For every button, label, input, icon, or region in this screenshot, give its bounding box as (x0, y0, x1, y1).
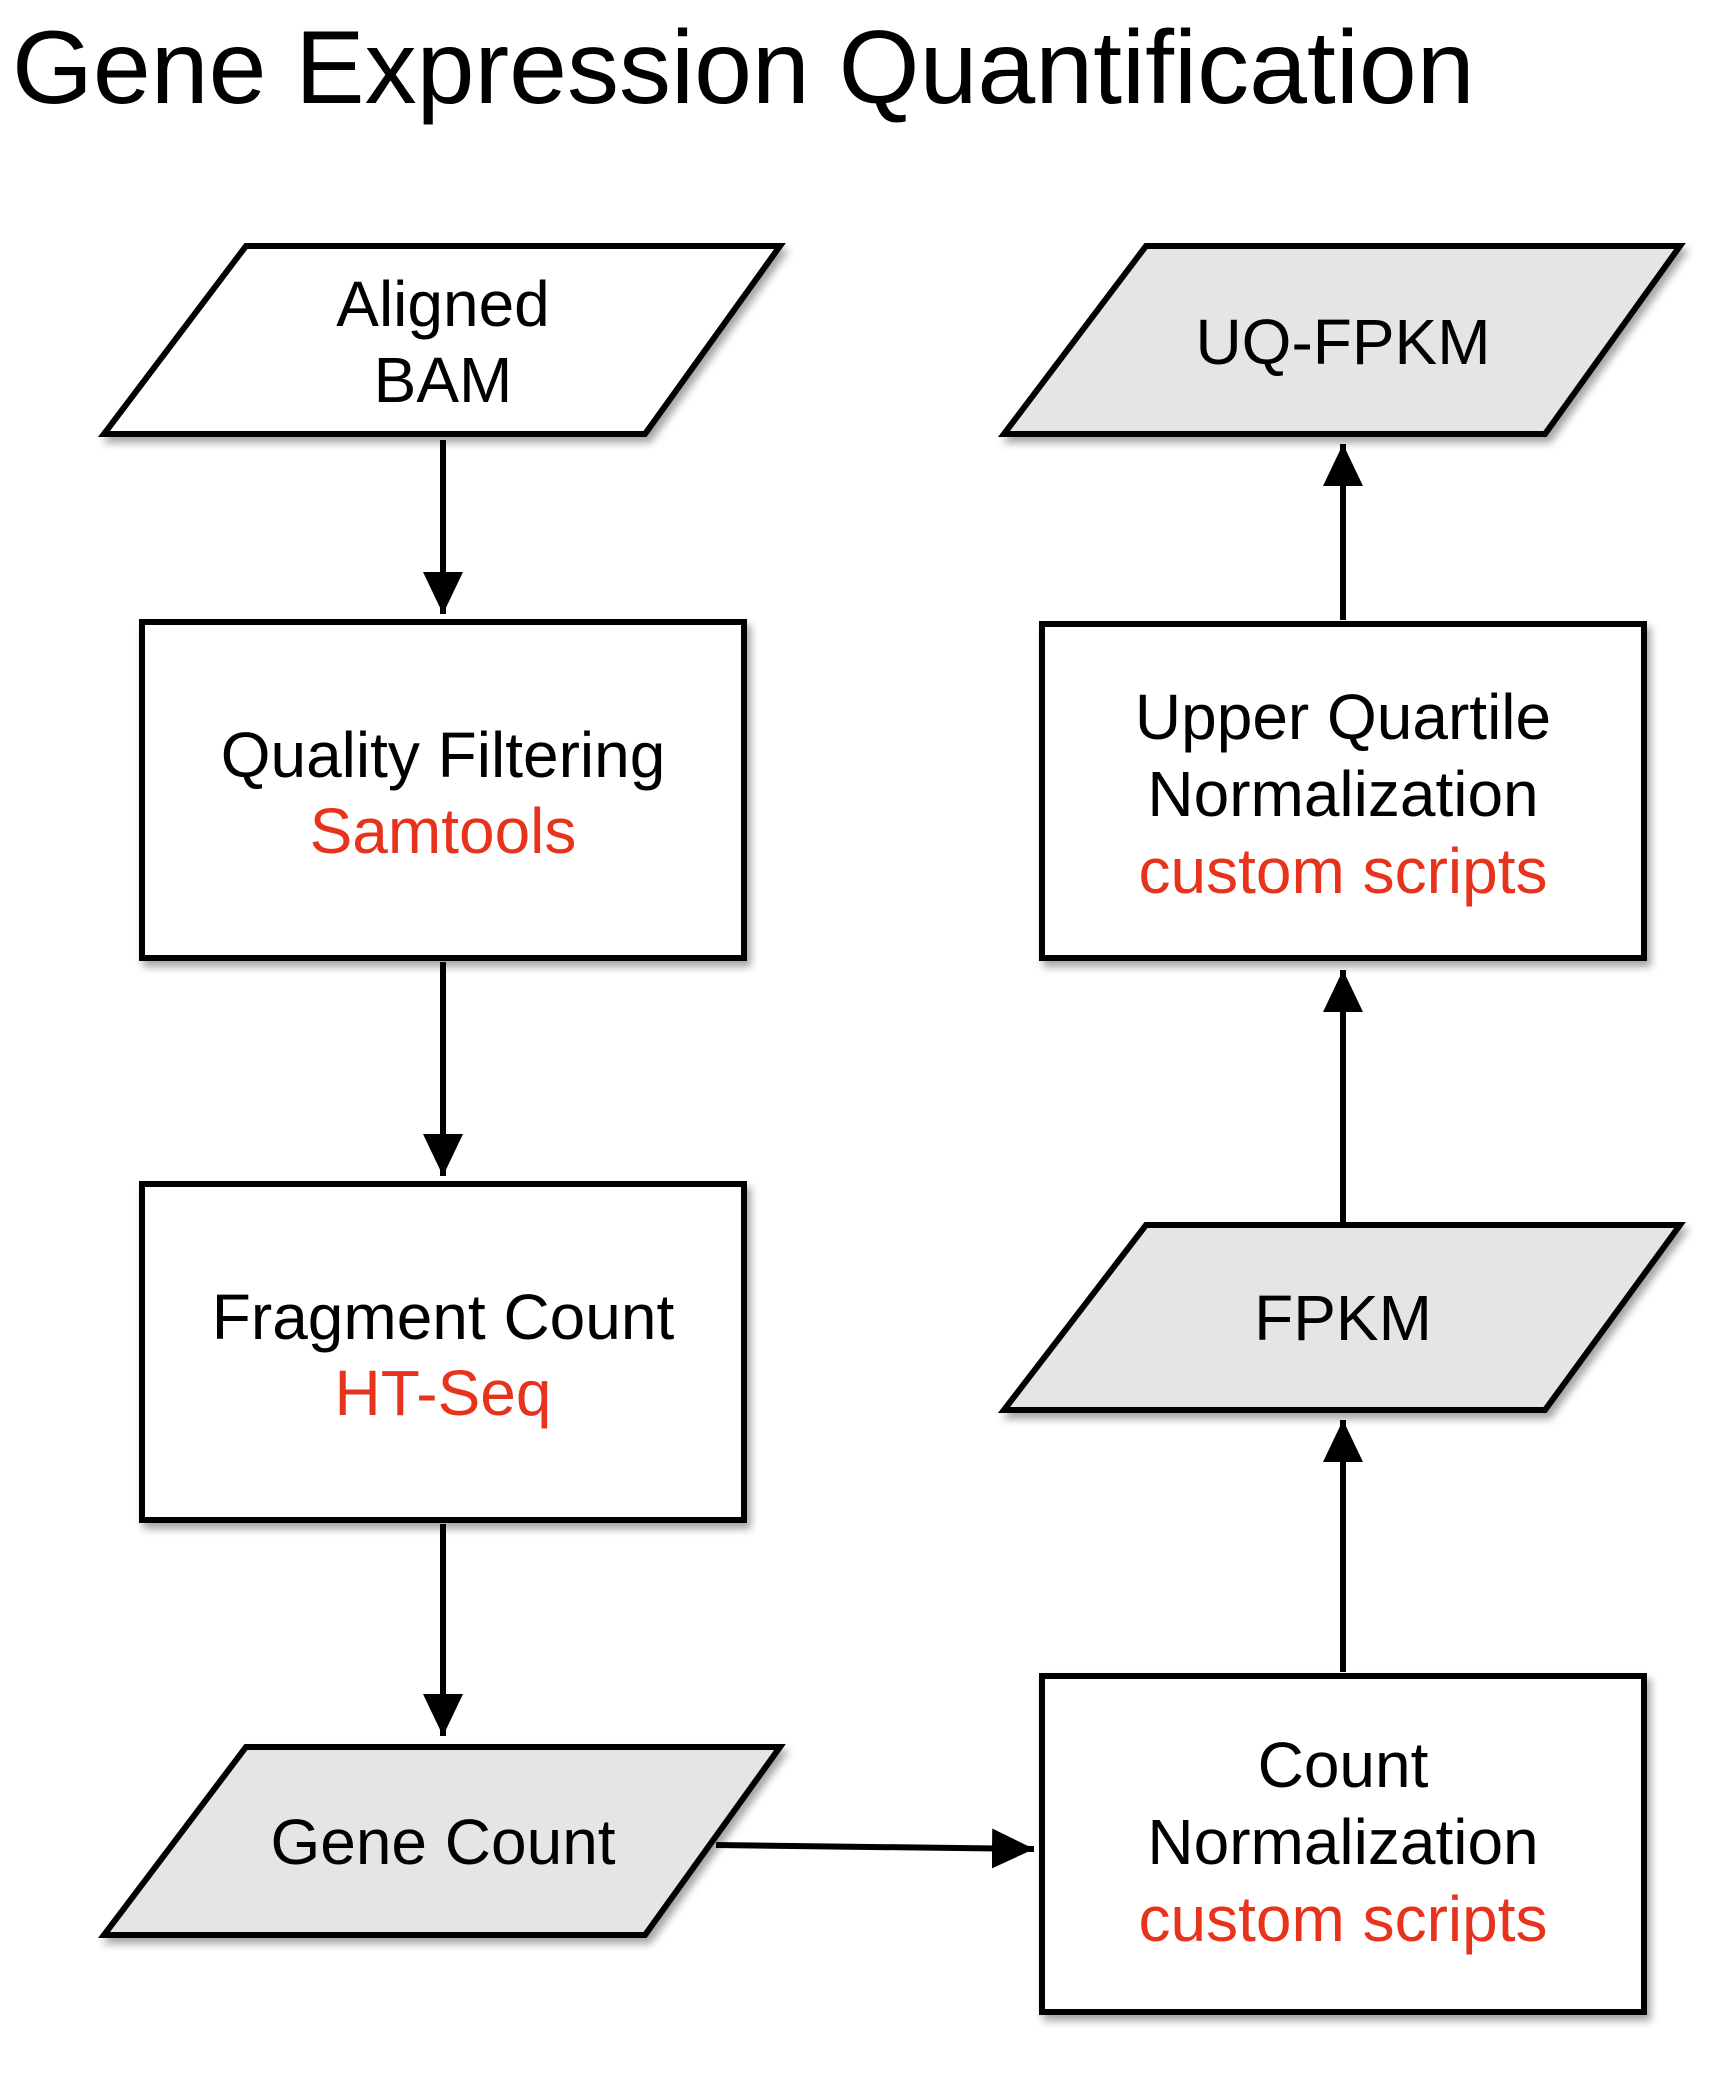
fragment-count-shape (139, 1181, 747, 1523)
fragment-count-tool: HT-Seq (335, 1357, 552, 1429)
node-quality-filtering: Quality Filtering Samtools (139, 619, 747, 961)
uq-fpkm-label: UQ-FPKM (1195, 306, 1490, 378)
count-normalization-tool: custom scripts (1139, 1883, 1548, 1955)
count-normalization-label-line-2: Normalization (1147, 1806, 1538, 1878)
uq-fpkm-shape (997, 243, 1686, 437)
gene-count-shape (97, 1744, 786, 1938)
node-fragment-count: Fragment Count HT-Seq (139, 1181, 747, 1523)
node-upper-quartile-normalization: Upper Quartile Normalization custom scri… (1039, 621, 1647, 961)
node-fpkm: FPKM (997, 1222, 1686, 1413)
upper-quartile-normalization-shape (1039, 621, 1647, 961)
aligned-bam-label-line-1: Aligned (336, 268, 550, 340)
upper-quartile-normalization-label-line-2: Normalization (1147, 758, 1538, 830)
node-aligned-bam: Aligned BAM (97, 243, 786, 437)
quality-filtering-shape (139, 619, 747, 961)
upper-quartile-normalization-tool: custom scripts (1139, 835, 1548, 907)
fpkm-label: FPKM (1254, 1282, 1432, 1354)
gene-count-label: Gene Count (270, 1806, 615, 1878)
page-title: Gene Expression Quantification (12, 10, 1475, 126)
edge-gene-count-to-count-normalization (715, 1828, 1035, 1869)
count-normalization-label-line-1: Count (1258, 1729, 1429, 1801)
aligned-bam-label-line-2: BAM (374, 344, 513, 416)
node-gene-count: Gene Count (97, 1744, 786, 1938)
fragment-count-label: Fragment Count (212, 1281, 675, 1353)
count-normalization-shape (1039, 1673, 1647, 2015)
node-count-normalization: Count Normalization custom scripts (1039, 1673, 1647, 2015)
aligned-bam-shape (97, 243, 786, 437)
node-uq-fpkm: UQ-FPKM (997, 243, 1686, 437)
quality-filtering-label: Quality Filtering (221, 719, 666, 791)
quality-filtering-tool: Samtools (310, 795, 577, 867)
fpkm-shape (997, 1222, 1686, 1413)
upper-quartile-normalization-label-line-1: Upper Quartile (1135, 681, 1551, 753)
